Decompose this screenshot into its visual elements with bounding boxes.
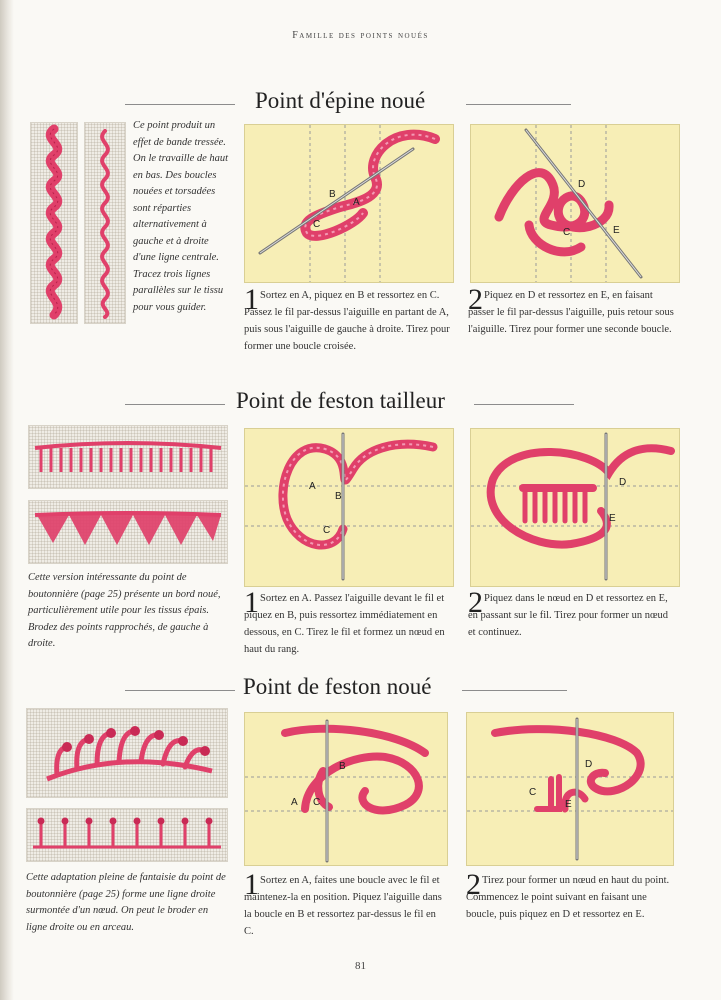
step-text: Sortez en A, piquez en B et ressortez en… (244, 287, 450, 355)
section-1-step-2: 2 Piquez en D et ressortez en E, en fais… (468, 287, 678, 338)
label-d: D (578, 179, 585, 190)
diagram-feston-tailleur-step-2: D E (470, 428, 680, 587)
sample-photo-knotted-buttonhole-straight (26, 808, 228, 862)
section-2-step-1: 1 Sortez en A. Passez l'aiguille devant … (244, 590, 450, 658)
diagram-epine-step-2: D C E (470, 124, 680, 283)
step-number: 1 (244, 285, 259, 315)
section-1-step-1: 1 Sortez en A, piquez en B et ressortez … (244, 287, 450, 355)
step-number: 2 (466, 870, 481, 900)
title-rule-right (474, 404, 574, 405)
title-rule-left (125, 690, 235, 691)
step-text: Sortez en A. Passez l'aiguille devant le… (244, 590, 450, 658)
section-3-step-1: 1 Sortez en A, faites une boucle avec le… (244, 872, 448, 940)
label-c: C (529, 787, 536, 798)
label-e: E (565, 799, 572, 810)
label-b: B (329, 189, 336, 200)
section-3-step-2: 2 Tirez pour former un nœud en haut du p… (466, 872, 672, 923)
step-text: Tirez pour former un nœud en haut du poi… (466, 872, 672, 923)
diagram-feston-noue-step-2: D C E (466, 712, 674, 866)
label-d: D (619, 477, 626, 488)
section-3-description: Cette adaptation pleine de fantaisie du … (26, 870, 228, 936)
section-2-step-2: 2 Piquez dans le nœud en D et ressortez … (468, 590, 678, 641)
sample-photo-tailor-buttonhole-triangles (28, 500, 228, 564)
book-spine-shadow (0, 0, 14, 1000)
section-2-description: Cette version intéressante du point de b… (28, 570, 228, 653)
label-a: A (291, 797, 298, 808)
label-e: E (613, 225, 620, 236)
diagram-feston-noue-step-1: B A C (244, 712, 448, 866)
title-rule-left (125, 404, 225, 405)
step-text: Piquez en D et ressortez en E, en faisan… (468, 287, 678, 338)
step-text: Piquez dans le nœud en D et ressortez en… (468, 590, 678, 641)
label-c: C (313, 219, 320, 230)
step-number: 2 (468, 285, 483, 315)
label-a: A (353, 197, 360, 208)
label-e: E (609, 513, 616, 524)
section-title-point-de-feston-tailleur: Point de feston tailleur (236, 388, 445, 414)
diagram-epine-step-1: B A C (244, 124, 454, 283)
section-title-point-epine-noue: Point d'épine noué (255, 88, 425, 114)
title-rule-right (466, 104, 571, 105)
label-c: C (563, 227, 570, 238)
step-number: 1 (244, 870, 259, 900)
sample-photo-feather-left (30, 122, 78, 324)
label-b: B (339, 761, 346, 772)
running-head: Famille des points noués (0, 30, 721, 41)
page-number: 81 (0, 960, 721, 972)
sample-photo-knotted-buttonhole-arc (26, 708, 228, 798)
title-rule-left (125, 104, 235, 105)
step-text: Sortez en A, faites une boucle avec le f… (244, 872, 448, 940)
label-c: C (323, 525, 330, 536)
label-a: A (309, 481, 316, 492)
section-title-point-de-feston-noue: Point de feston noué (243, 674, 431, 700)
label-c: C (313, 797, 320, 808)
diagram-feston-tailleur-step-1: A B C (244, 428, 454, 587)
title-rule-right (462, 690, 567, 691)
sample-photo-feather-right (84, 122, 126, 324)
section-1-description: Ce point produit un effet de bande tress… (133, 118, 229, 316)
label-b: B (335, 491, 342, 502)
step-number: 2 (468, 588, 483, 618)
sample-photo-tailor-buttonhole-row (28, 425, 228, 489)
step-number: 1 (244, 588, 259, 618)
label-d: D (585, 759, 592, 770)
